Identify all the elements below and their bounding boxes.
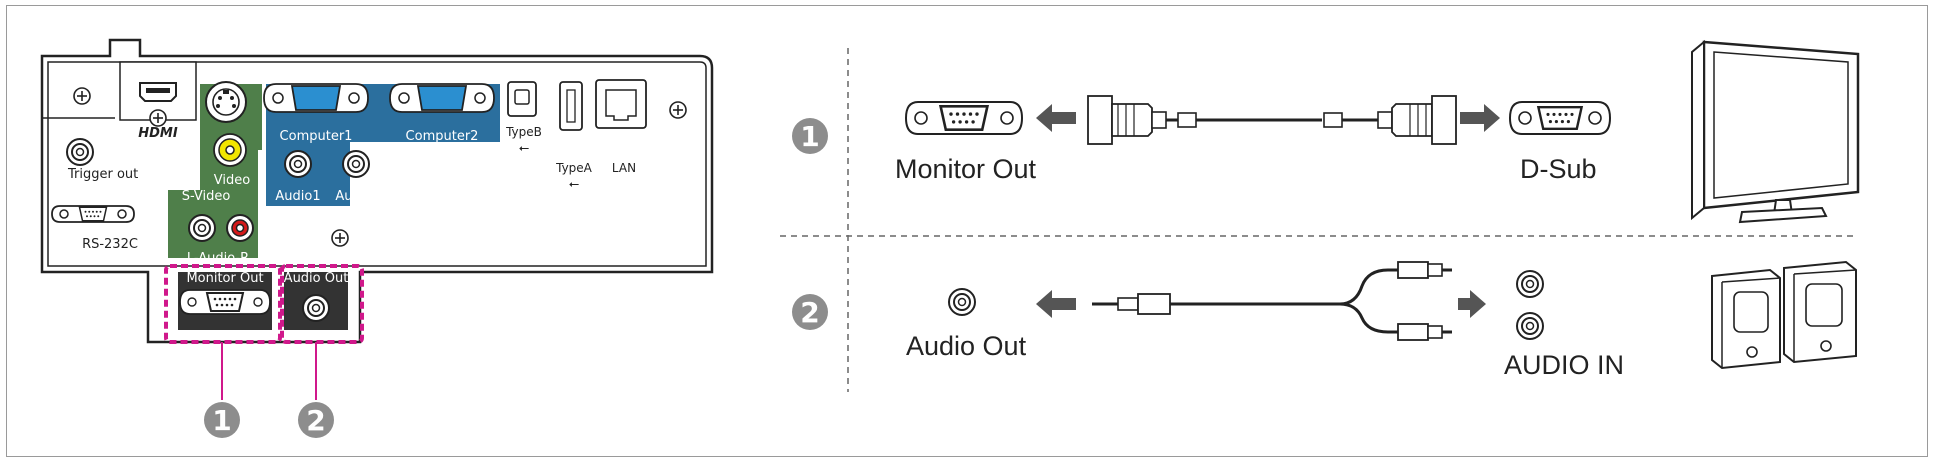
screw-icon [669,101,687,119]
monitor-icon [1691,39,1860,224]
vga-cable [1087,95,1457,145]
monitor-out-connector-icon [904,101,1024,135]
trigger-out-jack-icon [66,138,94,166]
rs232c-label: RS-232C [82,237,138,252]
svg-text:1: 1 [212,404,231,437]
s-video-port-icon [205,81,247,123]
audio-lr-label: L-Audio-R [187,251,249,266]
audio2-label: Audio2 [335,189,380,204]
arrow-left-icon [1036,104,1076,132]
row2-badge: 2 [792,294,828,330]
arrow-left-icon [1036,290,1076,318]
lan-port-icon [595,79,647,129]
type-b-label: TypeB [505,125,542,139]
video-label: Video [214,173,250,188]
audio-cable [1092,261,1452,341]
audio1-jack-icon [284,150,312,178]
svg-text:2: 2 [306,404,325,437]
projector-panel: HDMI Trigger out RS-232C Video S-Video [40,38,714,438]
audio-l-jack-icon [188,214,216,242]
usb-b-symbol-icon: ⭠ [519,141,529,156]
s-video-label: S-Video [182,189,231,204]
screw-icon [331,229,349,247]
blue-computer-area [266,84,500,206]
row-1: 1 Monitor Out [792,39,1860,224]
audio1-label: Audio1 [275,189,320,204]
computer2-port-icon [389,83,495,113]
video-jack-icon [213,133,247,167]
monitor-out-port-icon [179,289,271,315]
computer2-label: Computer2 [406,129,479,144]
row1-badge: 1 [792,118,828,154]
hdmi-port-icon [139,82,177,102]
audio-r-jack-icon [226,214,254,242]
arrow-right-icon [1458,290,1486,318]
audio-out-jack-icon [302,294,330,322]
audio-out-panel-label: Audio Out [284,271,349,286]
row2-right-label: AUDIO IN [1504,350,1624,380]
audio-out-highlight [280,264,364,344]
screw-icon [149,109,167,127]
row2-left-label: Audio Out [906,331,1027,361]
arrow-right-icon [1460,104,1500,132]
usb-a-symbol-icon: ⭠ [569,177,579,192]
monitor-out-panel-label: Monitor Out [186,271,263,286]
screw-icon [73,87,91,105]
hdmi-label: HDMI [138,126,178,141]
usb-type-b-port-icon [507,81,537,117]
speakers-icon [1711,260,1857,370]
d-sub-connector-icon [1508,101,1612,135]
rs232c-port-icon [51,205,135,223]
svg-text:2: 2 [800,296,819,329]
row1-left-label: Monitor Out [895,154,1037,184]
callout-badge-2: 2 [298,402,334,438]
audio-out-jack-icon [948,288,976,316]
usb-type-a-port-icon [559,81,583,131]
row1-right-label: D-Sub [1520,154,1597,184]
computer1-label: Computer1 [280,129,353,144]
type-a-label: TypeA [555,161,593,175]
computer1-port-icon [263,83,369,113]
callout-badge-1: 1 [204,402,240,438]
row-2: 2 Audio Out AUDIO IN [792,260,1857,380]
trigger-out-label: Trigger out [67,167,138,182]
svg-text:1: 1 [800,120,819,153]
audio-in-jack-top-icon [1516,270,1544,298]
audio-in-jack-bottom-icon [1516,312,1544,340]
audio2-jack-icon [342,150,370,178]
lan-label: LAN [612,161,636,175]
